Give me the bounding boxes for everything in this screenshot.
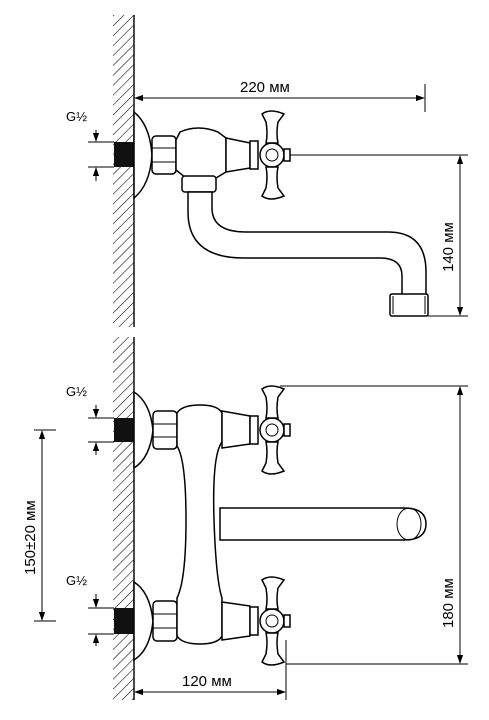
dimension-width-120: 120 мм — [134, 640, 287, 700]
dimension-height-140: 140 мм — [290, 154, 468, 317]
inlet-pipe-upper — [114, 418, 134, 442]
top-view: G½ — [66, 15, 468, 327]
dim-width-120-label: 120 мм — [182, 673, 232, 690]
cross-handle-upper — [249, 385, 291, 475]
inlet-pipe-lower — [114, 608, 134, 634]
dim-height-180-label: 180 мм — [440, 578, 457, 628]
dim-width-220-label: 220 мм — [240, 79, 290, 96]
faucet-body-front — [133, 390, 427, 662]
thread-label-top: G½ — [66, 109, 87, 124]
dimension-width-220: 220 мм — [133, 79, 426, 112]
dim-center-150-label: 150±20 мм — [22, 500, 39, 575]
thread-dimension-upper: G½ — [66, 384, 114, 455]
thread-dimension-lower: G½ — [66, 573, 114, 646]
cross-handle-top — [249, 110, 291, 200]
wall-top — [113, 15, 135, 327]
wall-front — [113, 337, 135, 700]
cross-handle-lower — [249, 576, 291, 666]
dim-height-140-label: 140 мм — [440, 222, 457, 272]
thread-dimension-top: G½ — [66, 109, 114, 181]
thread-label-lower: G½ — [66, 573, 87, 588]
thread-label-upper: G½ — [66, 384, 87, 399]
dimension-center-150: 150±20 мм — [22, 429, 56, 622]
inlet-pipe-top — [114, 142, 134, 167]
faucet-body-top — [133, 110, 429, 317]
dimension-height-180: 180 мм — [280, 385, 468, 665]
front-view: G½ G½ 150±20 мм — [22, 337, 468, 700]
